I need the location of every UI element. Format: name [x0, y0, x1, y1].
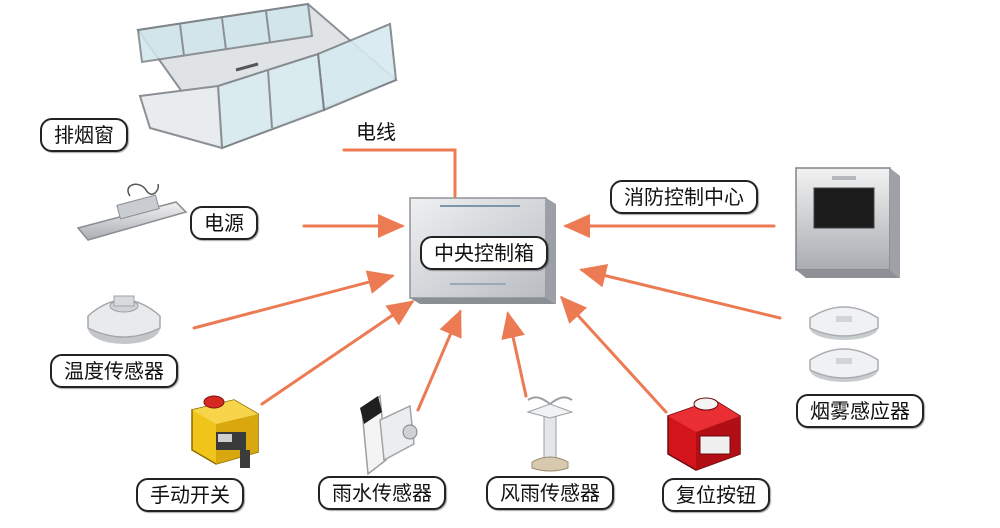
label-control-box: 中央控制箱 [420, 236, 548, 270]
label-power: 电源 [190, 206, 258, 240]
label-smoke-sensor: 烟雾感应器 [796, 394, 924, 428]
arrow-reset-button [559, 295, 668, 414]
rain-sensor-icon [360, 394, 418, 476]
label-temp-sensor: 温度传感器 [50, 354, 178, 388]
label-wind-rain-sensor: 风雨传感器 [486, 476, 614, 510]
power-actuator-icon [76, 183, 188, 241]
label-reset-button: 复位按钮 [662, 478, 770, 512]
smoke-window-icon [136, 2, 398, 150]
arrow-wind-rain-sensor [501, 311, 528, 398]
arrow-temp-sensor [192, 270, 395, 330]
label-manual-switch: 手动开关 [136, 478, 244, 512]
arrow-manual-switch [260, 300, 415, 406]
wire-line [342, 148, 457, 198]
label-rain-sensor: 雨水传感器 [318, 476, 446, 510]
label-fire-center: 消防控制中心 [610, 180, 758, 214]
label-smoke-window: 排烟窗 [40, 118, 128, 152]
temperature-detector-icon [87, 295, 161, 344]
label-wire: 电线 [356, 120, 396, 144]
fire-control-cabinet-icon [795, 167, 900, 278]
manual-switch-icon [191, 395, 259, 468]
reset-button-icon [667, 397, 741, 471]
arrow-smoke-sensor [579, 263, 782, 320]
wind-rain-sensor-icon [526, 396, 574, 472]
arrow-rain-sensor [416, 309, 462, 412]
smoke-detector-icon [809, 306, 879, 382]
